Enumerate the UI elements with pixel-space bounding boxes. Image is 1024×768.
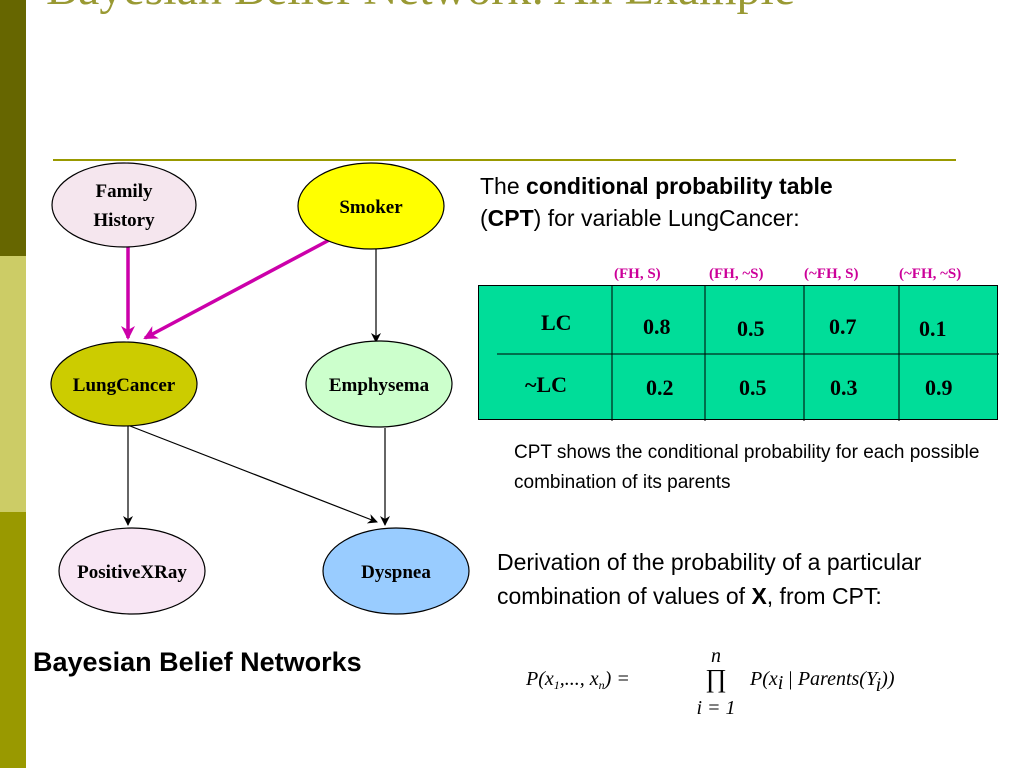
formula-product-symbol: ∏	[705, 664, 726, 693]
node-label-positive-xray: PositiveXRay	[77, 562, 187, 583]
node-label-dyspnea: Dyspnea	[361, 562, 431, 583]
node-label-emphysema: Emphysema	[329, 375, 430, 396]
node-smoker: Smoker	[297, 162, 445, 250]
cpt-row-label: ~LC	[525, 372, 568, 397]
edge-lungcancer-dyspnea	[129, 425, 378, 524]
node-positive-xray: PositiveXRay	[58, 527, 206, 615]
cpt-cell: 0.9	[925, 375, 953, 400]
cpt-intro-suffix: ) for variable LungCancer:	[533, 205, 800, 231]
slide-title: Bayesian Belief Network: An Example	[46, 0, 946, 18]
cpt-cell: 0.1	[919, 316, 947, 341]
formula-lhs: P(x1,..., xn) =	[525, 668, 630, 692]
cpt-intro-cpt: CPT	[487, 205, 534, 231]
formula-product-lower: i = 1	[696, 697, 735, 719]
cpt-cell: 0.8	[643, 314, 671, 339]
node-lung-cancer: LungCancer	[50, 341, 198, 427]
cpt-intro-bold: conditional probability table	[526, 173, 833, 199]
cpt-cell: 0.3	[830, 375, 858, 400]
formula-product-upper: n	[711, 645, 721, 667]
derivation-main: Derivation of the probability of a parti…	[497, 549, 922, 609]
cpt-col-header-fh-s: (FH, S)	[614, 266, 661, 282]
cpt-cell: 0.5	[739, 375, 767, 400]
derivation-text: Derivation of the probability of a parti…	[497, 545, 997, 613]
joint-probability-formula: P(x1,..., xn) = n ∏ i = 1 P(xi| Parents(…	[525, 645, 895, 719]
cpt-col-header-not-fh-not-s: (~FH, ~S)	[899, 266, 962, 282]
node-label-smoker: Smoker	[339, 197, 403, 218]
derivation-x: X	[751, 583, 767, 609]
node-label-family: Family	[96, 181, 153, 202]
node-label-history: History	[93, 210, 155, 231]
node-family-history: Family History	[51, 162, 197, 248]
side-band-middle	[0, 256, 26, 512]
node-emphysema: Emphysema	[305, 340, 453, 428]
cpt-grid-lines	[497, 286, 999, 421]
formula-rhs: P(xi| Parents(Yi))	[749, 668, 895, 696]
cpt-table: LC 0.8 0.5 0.7 0.1 ~LC 0.2 0.5 0.3 0.9	[478, 285, 999, 421]
cpt-intro-text: The conditional probability table (CPT) f…	[480, 170, 980, 234]
node-dyspnea: Dyspnea	[322, 527, 470, 615]
cpt-col-header-fh-not-s: (FH, ~S)	[709, 266, 764, 282]
cpt-cell: 0.5	[737, 316, 765, 341]
side-band-bottom	[0, 512, 26, 768]
node-label-lung-cancer: LungCancer	[73, 375, 176, 396]
cpt-row-label: LC	[541, 310, 572, 335]
cpt-cell: 0.2	[646, 375, 674, 400]
cpt-intro-open-paren: (	[480, 205, 488, 231]
derivation-suffix: , from CPT:	[766, 583, 882, 609]
cpt-col-header-not-fh-s: (~FH, S)	[804, 266, 859, 282]
cpt-intro-prefix: The	[480, 173, 527, 199]
cpt-explanation: CPT shows the conditional probability fo…	[514, 442, 980, 493]
diagram-caption: Bayesian Belief Networks	[33, 647, 362, 677]
title-underline	[53, 159, 956, 161]
cpt-cell: 0.7	[829, 314, 857, 339]
edge-smoker-lungcancer	[143, 236, 334, 340]
side-band-top	[0, 0, 26, 256]
